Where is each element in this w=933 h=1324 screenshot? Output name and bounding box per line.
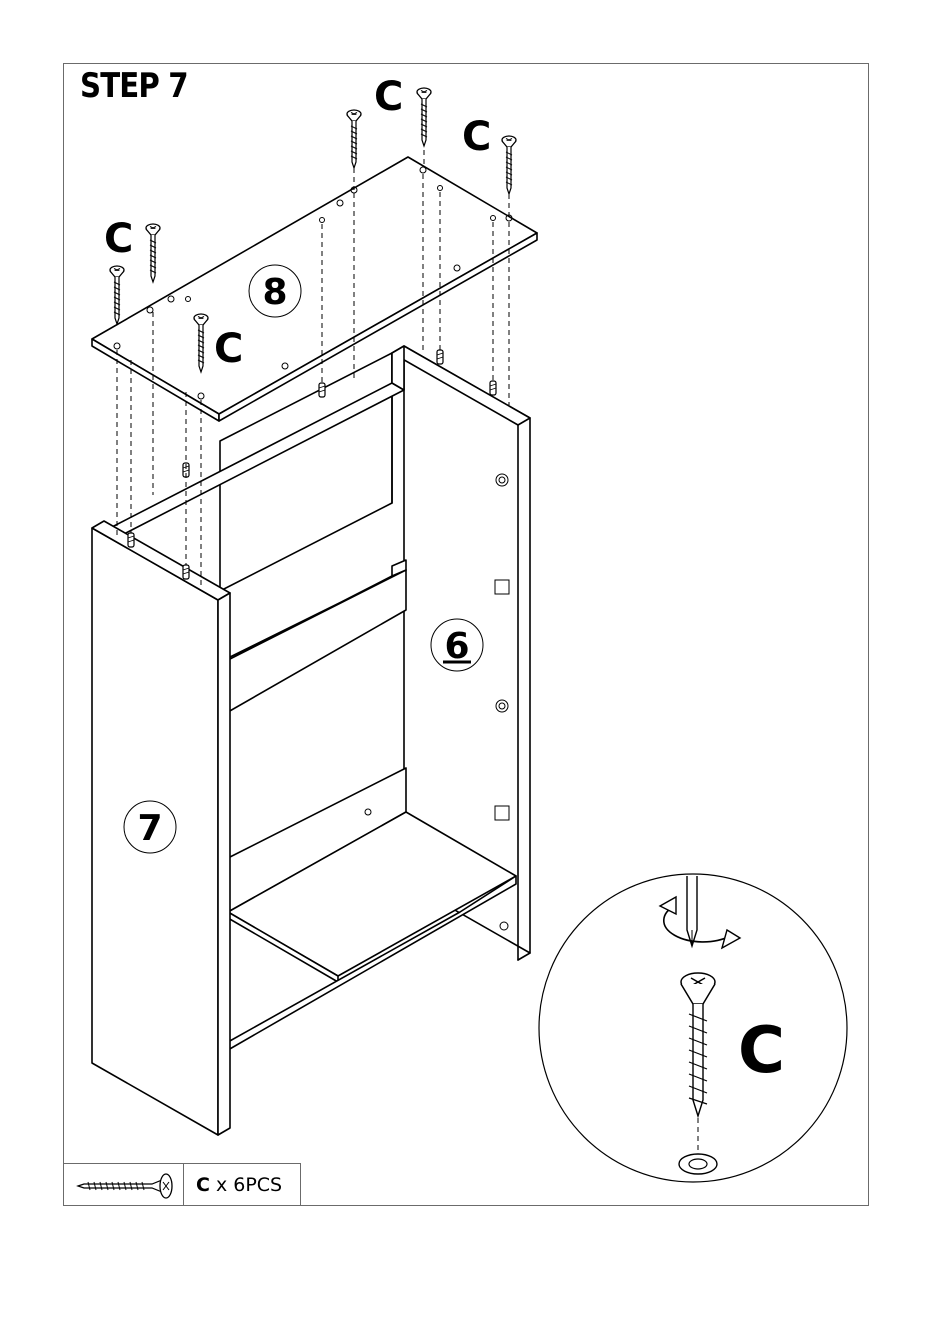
dowel-6 xyxy=(490,381,496,395)
screw-label-4: C xyxy=(214,326,243,372)
legend-quantity: C x 6PCS xyxy=(184,1164,300,1205)
dowel-5 xyxy=(437,350,443,364)
screw-c-4 xyxy=(146,224,160,282)
screw-icon xyxy=(64,1164,183,1207)
screw-c-3 xyxy=(502,136,516,194)
screw-detail-callout: C xyxy=(539,874,847,1182)
screw-label-1: C xyxy=(374,74,403,120)
svg-text:8: 8 xyxy=(262,272,287,313)
dowel-2 xyxy=(183,565,189,579)
panel-8-top-board xyxy=(92,157,537,421)
svg-text:7: 7 xyxy=(137,808,162,849)
legend-part-letter: C xyxy=(196,1174,210,1196)
screw-c-1 xyxy=(347,110,361,168)
dowel-4 xyxy=(319,383,325,397)
parts-legend: C x 6PCS xyxy=(63,1163,301,1206)
screw-c-5 xyxy=(110,266,124,324)
screw-label-2: C xyxy=(462,114,491,160)
legend-screw-cell xyxy=(64,1164,184,1205)
dowel-1 xyxy=(128,533,134,547)
legend-part-count: x 6PCS xyxy=(216,1174,282,1196)
screw-c-2 xyxy=(417,88,431,146)
detail-label: C xyxy=(738,1014,785,1088)
middle-shelf xyxy=(228,560,406,712)
screw-label-3: C xyxy=(104,216,133,262)
